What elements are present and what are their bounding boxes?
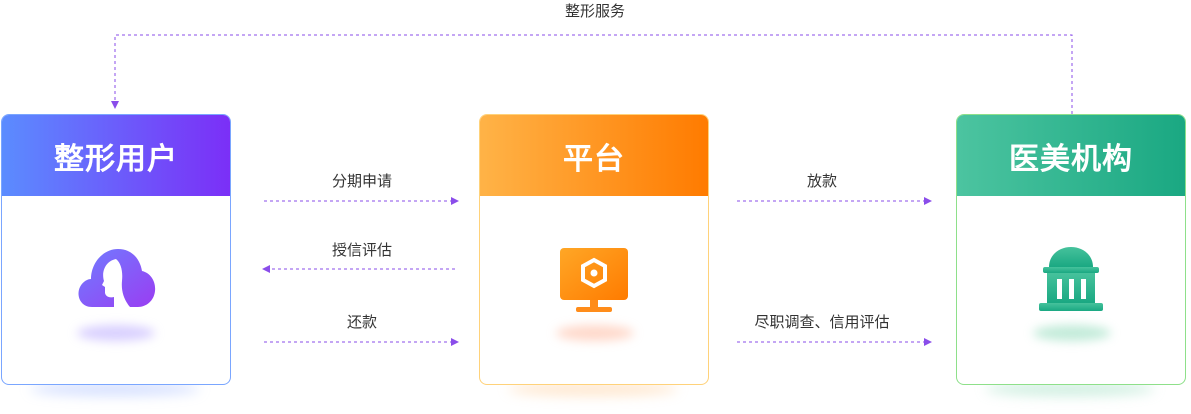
- flow-label-diligence: 尽职调查、信用评估: [754, 313, 890, 331]
- user-card-shadow: [30, 382, 200, 396]
- user-card-title: 整形用户: [54, 141, 178, 177]
- monitor-icon: [558, 248, 630, 314]
- flow-label-apply: 分期申请: [331, 172, 392, 190]
- flow-label-credit: 授信评估: [331, 241, 392, 259]
- platform-card-header: 平台: [480, 115, 708, 196]
- platform-card-shadow: [508, 382, 678, 396]
- institution-card: 医美机构: [956, 114, 1186, 385]
- platform-card: 平台: [479, 114, 709, 385]
- face-cloud-icon: [76, 245, 156, 311]
- user-icon-shadow: [77, 325, 155, 341]
- institution-building-icon: [1035, 245, 1107, 315]
- top-loop-line: [111, 34, 1073, 114]
- institution-icon-shadow: [1033, 325, 1111, 341]
- platform-icon-shadow: [556, 325, 634, 341]
- user-card-header: 整形用户: [2, 115, 230, 196]
- top-loop-label: 整形服务: [564, 2, 625, 20]
- flow-label-loan: 放款: [806, 172, 837, 190]
- institution-card-header: 医美机构: [957, 115, 1185, 196]
- platform-card-title: 平台: [563, 141, 625, 177]
- flow-label-repay: 还款: [346, 313, 377, 331]
- institution-card-title: 医美机构: [1009, 141, 1133, 177]
- user-card: 整形用户: [1, 114, 231, 385]
- institution-card-shadow: [985, 382, 1155, 396]
